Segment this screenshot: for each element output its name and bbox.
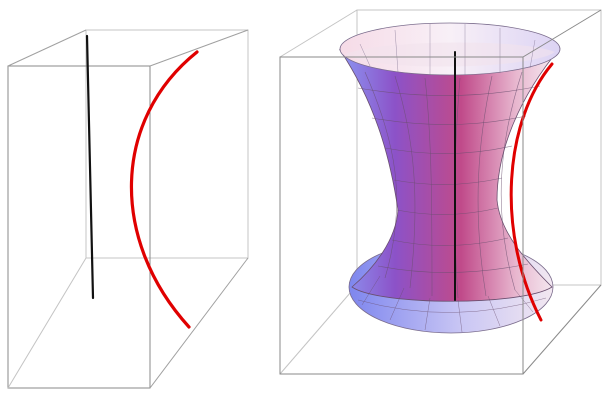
left-bounding-box [7,29,249,389]
surface-mesh-bottom [357,275,547,333]
left-panel [7,29,249,389]
surface-mesh-top [359,24,536,75]
right-panel [279,9,602,375]
right-bounding-box-front [279,9,602,375]
hyperboloid-surface [338,22,561,334]
surface-inner-wall [345,42,555,67]
surface-mesh-meridians [364,71,523,299]
surface-mesh-latitudes [357,85,541,273]
right-curve [509,62,554,322]
left-axis-line [85,34,95,300]
left-curve [129,50,199,329]
